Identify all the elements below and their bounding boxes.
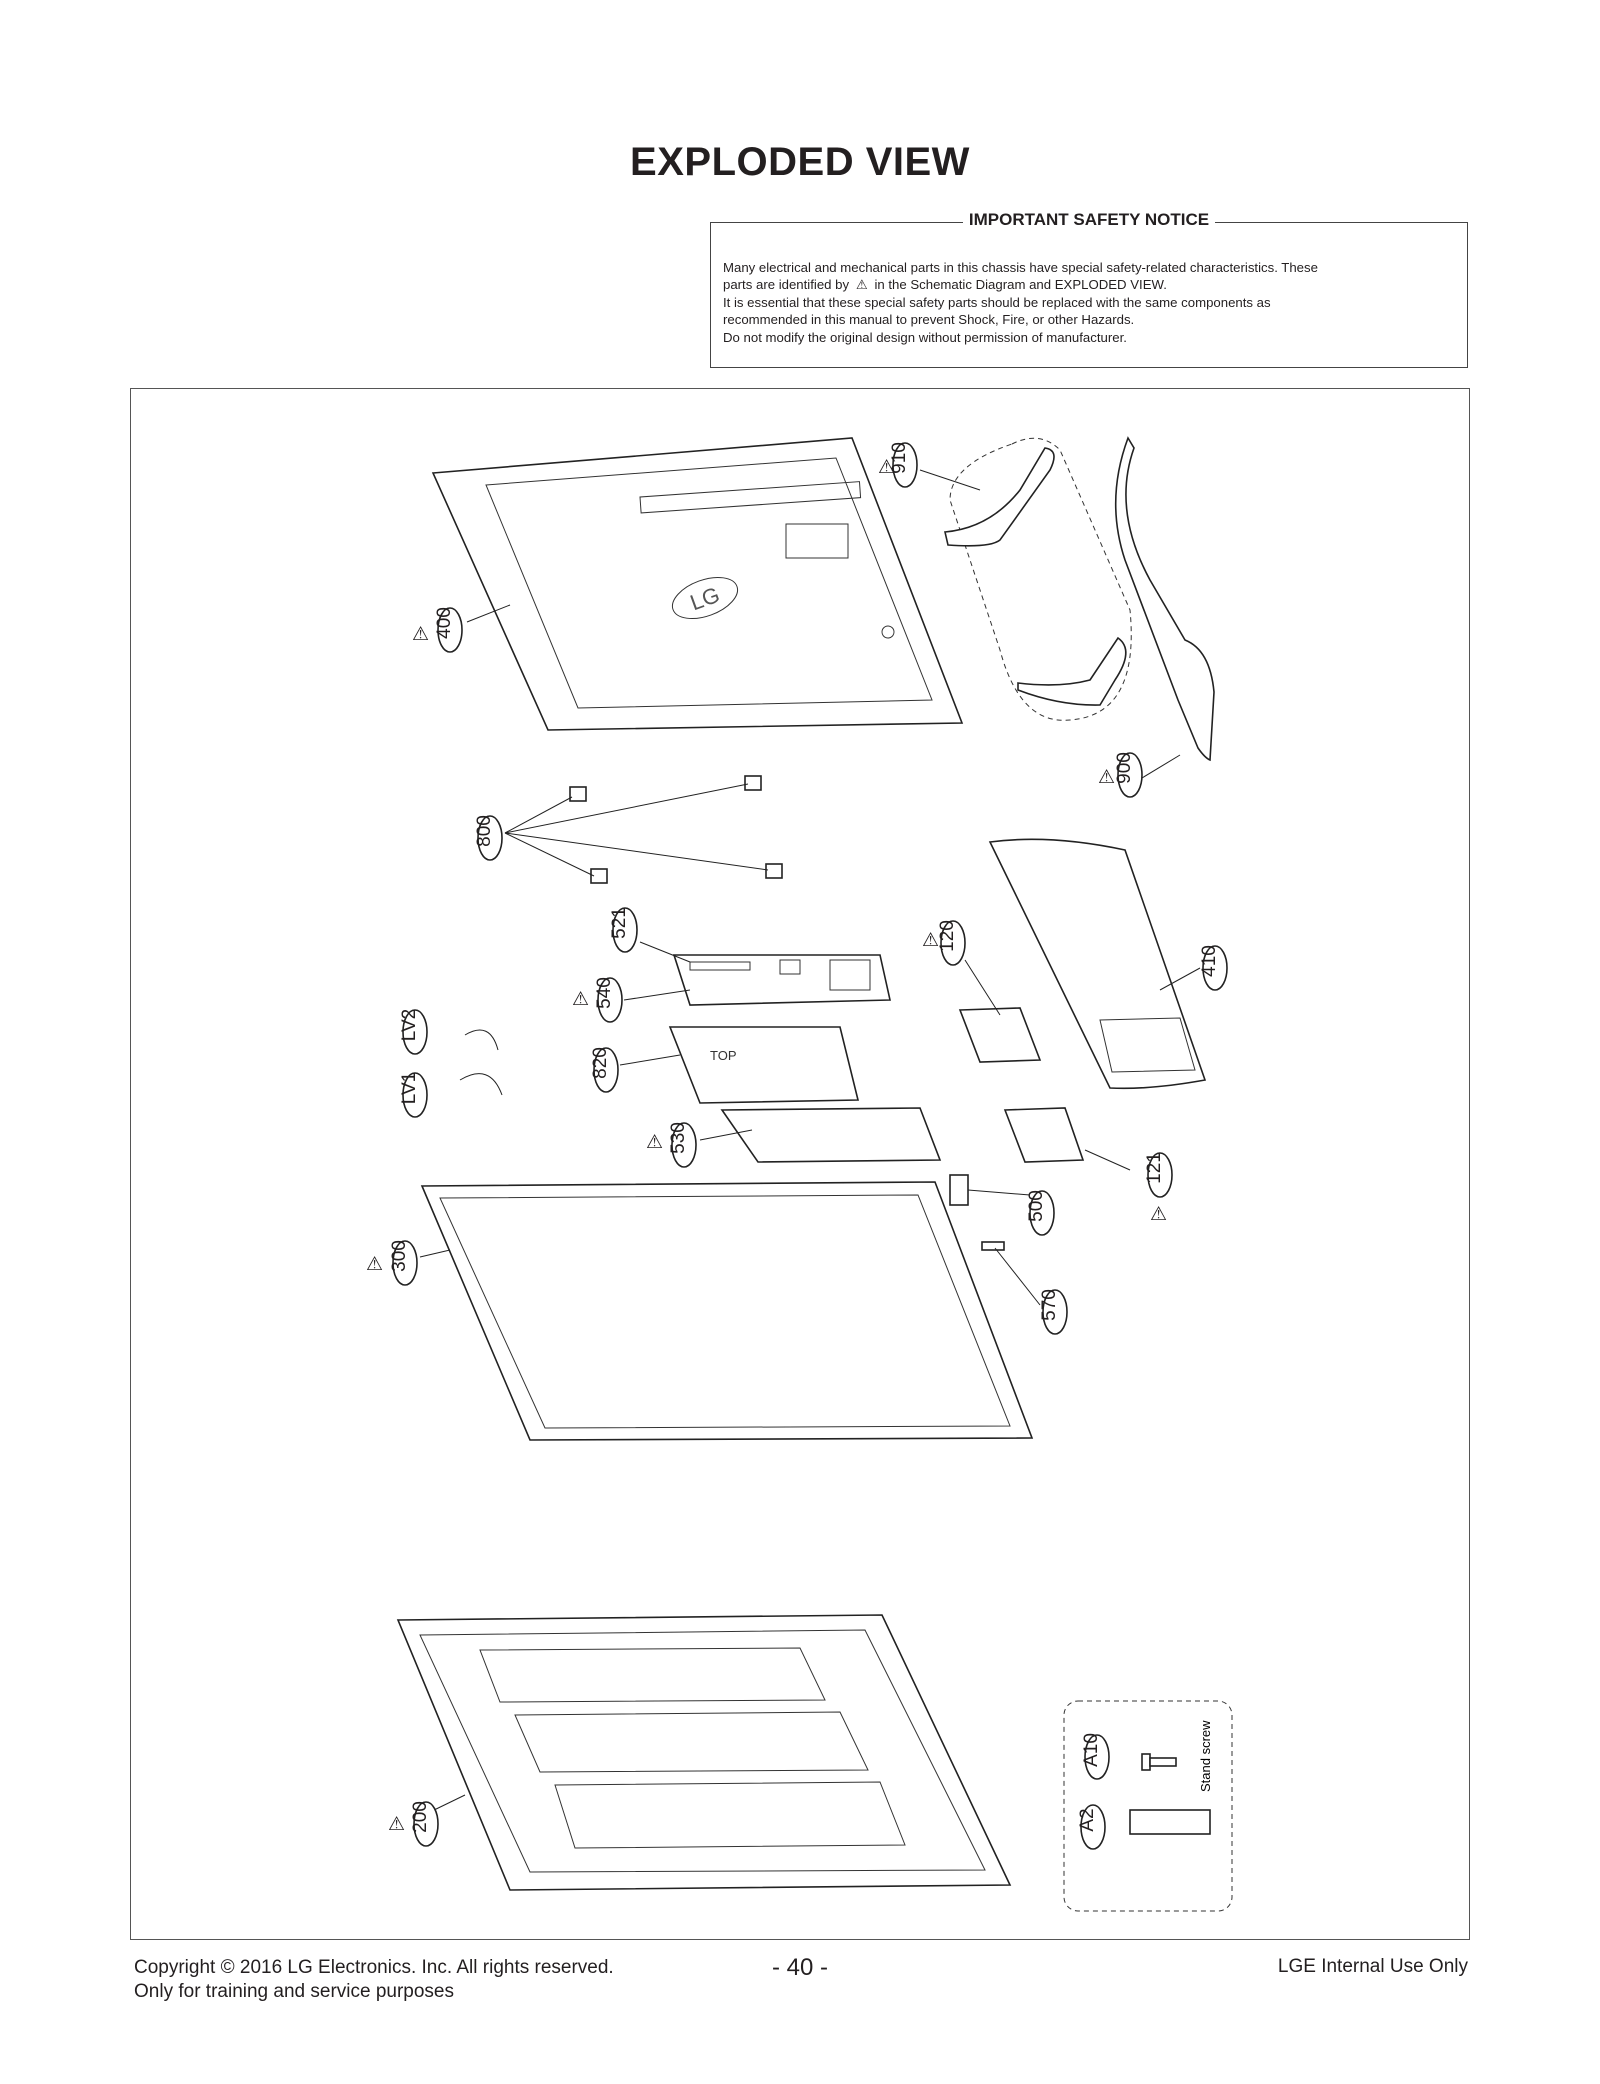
warning-icon: ⚠ [412,624,429,645]
stand-910 [944,437,1132,721]
power-board-530 [720,1107,942,1163]
callout-900: 900 [1114,752,1143,798]
speaker-120 [958,1007,1042,1063]
lvds-cables [459,1029,503,1096]
notice-line: Many electrical and mechanical parts in … [723,260,1318,275]
callout-500: 500 [1026,1190,1055,1236]
cover-410 [988,838,1207,1090]
speaker-121 [1003,1107,1085,1163]
callout-a10: A10 [1081,1733,1110,1780]
svg-text:410: 410 [1199,945,1220,977]
page-title: EXPLODED VIEW [630,140,970,184]
warning-marks: ⚠ ⚠ ⚠ ⚠ ⚠ ⚠ ⚠ ⚠ ⚠ [366,457,1167,1835]
stand-screw-icon [1141,1753,1177,1771]
svg-text:570: 570 [1039,1289,1060,1321]
svg-text:A2: A2 [1077,1808,1098,1831]
safety-notice-box: IMPORTANT SAFETY NOTICE Many electrical … [710,210,1468,368]
shield-820: TOP [668,1026,860,1104]
callout-521: 521 [609,907,638,953]
warning-icon: ⚠ [646,1132,663,1153]
back-cover-400: LG [431,437,964,731]
svg-text:300: 300 [389,1240,410,1272]
callout-910: 910 [889,442,918,488]
warning-icon: ⚠ [572,989,589,1010]
callout-400: 400 [434,607,463,653]
callout-120: 120 [937,920,966,966]
svg-text:900: 900 [1114,752,1135,784]
svg-text:LV1: LV1 [399,1072,420,1104]
diagram-frame [130,388,1470,1940]
warning-icon: ⚠ [922,930,939,951]
svg-text:500: 500 [1026,1190,1047,1222]
notice-line: parts are identified by ⚠ in the Schemat… [723,277,1167,293]
warning-icon: ⚠ [388,1814,405,1835]
svg-text:A10: A10 [1081,1733,1102,1767]
svg-text:LV2: LV2 [399,1009,420,1041]
middle-cabinet-300 [420,1181,1034,1441]
warning-icon: ⚠ [1150,1204,1167,1225]
svg-text:540: 540 [594,977,615,1009]
svg-text:521: 521 [609,907,630,939]
warning-icon: ⚠ [1098,767,1115,788]
callout-540: 540 [594,977,623,1023]
main-board-540 [672,954,891,1006]
callout-lv1: LV1 [399,1072,428,1118]
ir-part-500 [949,1174,969,1206]
safety-notice-text: Many electrical and mechanical parts in … [723,259,1455,346]
callout-lv2: LV2 [399,1009,428,1055]
callout-121: 121 [1144,1152,1173,1198]
svg-text:800: 800 [474,815,495,847]
accessories-box: Stand screw [1063,1700,1233,1912]
leader-lines [419,469,1201,1813]
svg-text:200: 200 [410,1801,431,1833]
wall-brackets-800 [569,775,783,884]
footer-internal: LGE Internal Use Only [1277,1956,1468,1977]
warning-icon: ⚠ [366,1254,383,1275]
callout-820: 820 [590,1047,619,1093]
board-arrow-text: TOP [710,1048,737,1063]
callout-200: 200 [410,1801,439,1847]
lcd-panel-200 [396,1614,1012,1891]
svg-text:400: 400 [434,607,455,639]
svg-text:910: 910 [889,442,910,474]
notice-line: It is essential that these special safet… [723,294,1271,310]
svg-text:820: 820 [590,1047,611,1079]
callout-410: 410 [1199,945,1228,991]
callout-800: 800 [474,815,503,861]
svg-text:530: 530 [668,1122,689,1154]
part-570 [981,1241,1005,1251]
stand-base-900 [1114,436,1215,762]
svg-text:121: 121 [1144,1152,1165,1184]
callout-530: 530 [668,1122,697,1168]
callout-570: 570 [1039,1289,1068,1335]
notice-line: Do not modify the original design withou… [723,329,1127,345]
warning-icon: ⚠ [878,457,895,478]
accessory-label: Stand screw [1198,1720,1213,1792]
footer-copyright: Copyright © 2016 LG Electronics. Inc. Al… [134,1957,614,2002]
page-number: - 40 - [771,1954,828,1981]
callout-300: 300 [389,1240,418,1286]
warning-icon: ⚠ [855,277,868,293]
safety-notice-heading: IMPORTANT SAFETY NOTICE [962,210,1216,229]
svg-text:120: 120 [937,920,958,952]
notice-line: recommended in this manual to prevent Sh… [723,312,1135,328]
remote-control-icon [1129,1809,1211,1835]
callout-a2: A2 [1077,1804,1106,1850]
callouts: 910 400 900 800 521 120 410 540 LV2 820 … [389,442,1228,1850]
